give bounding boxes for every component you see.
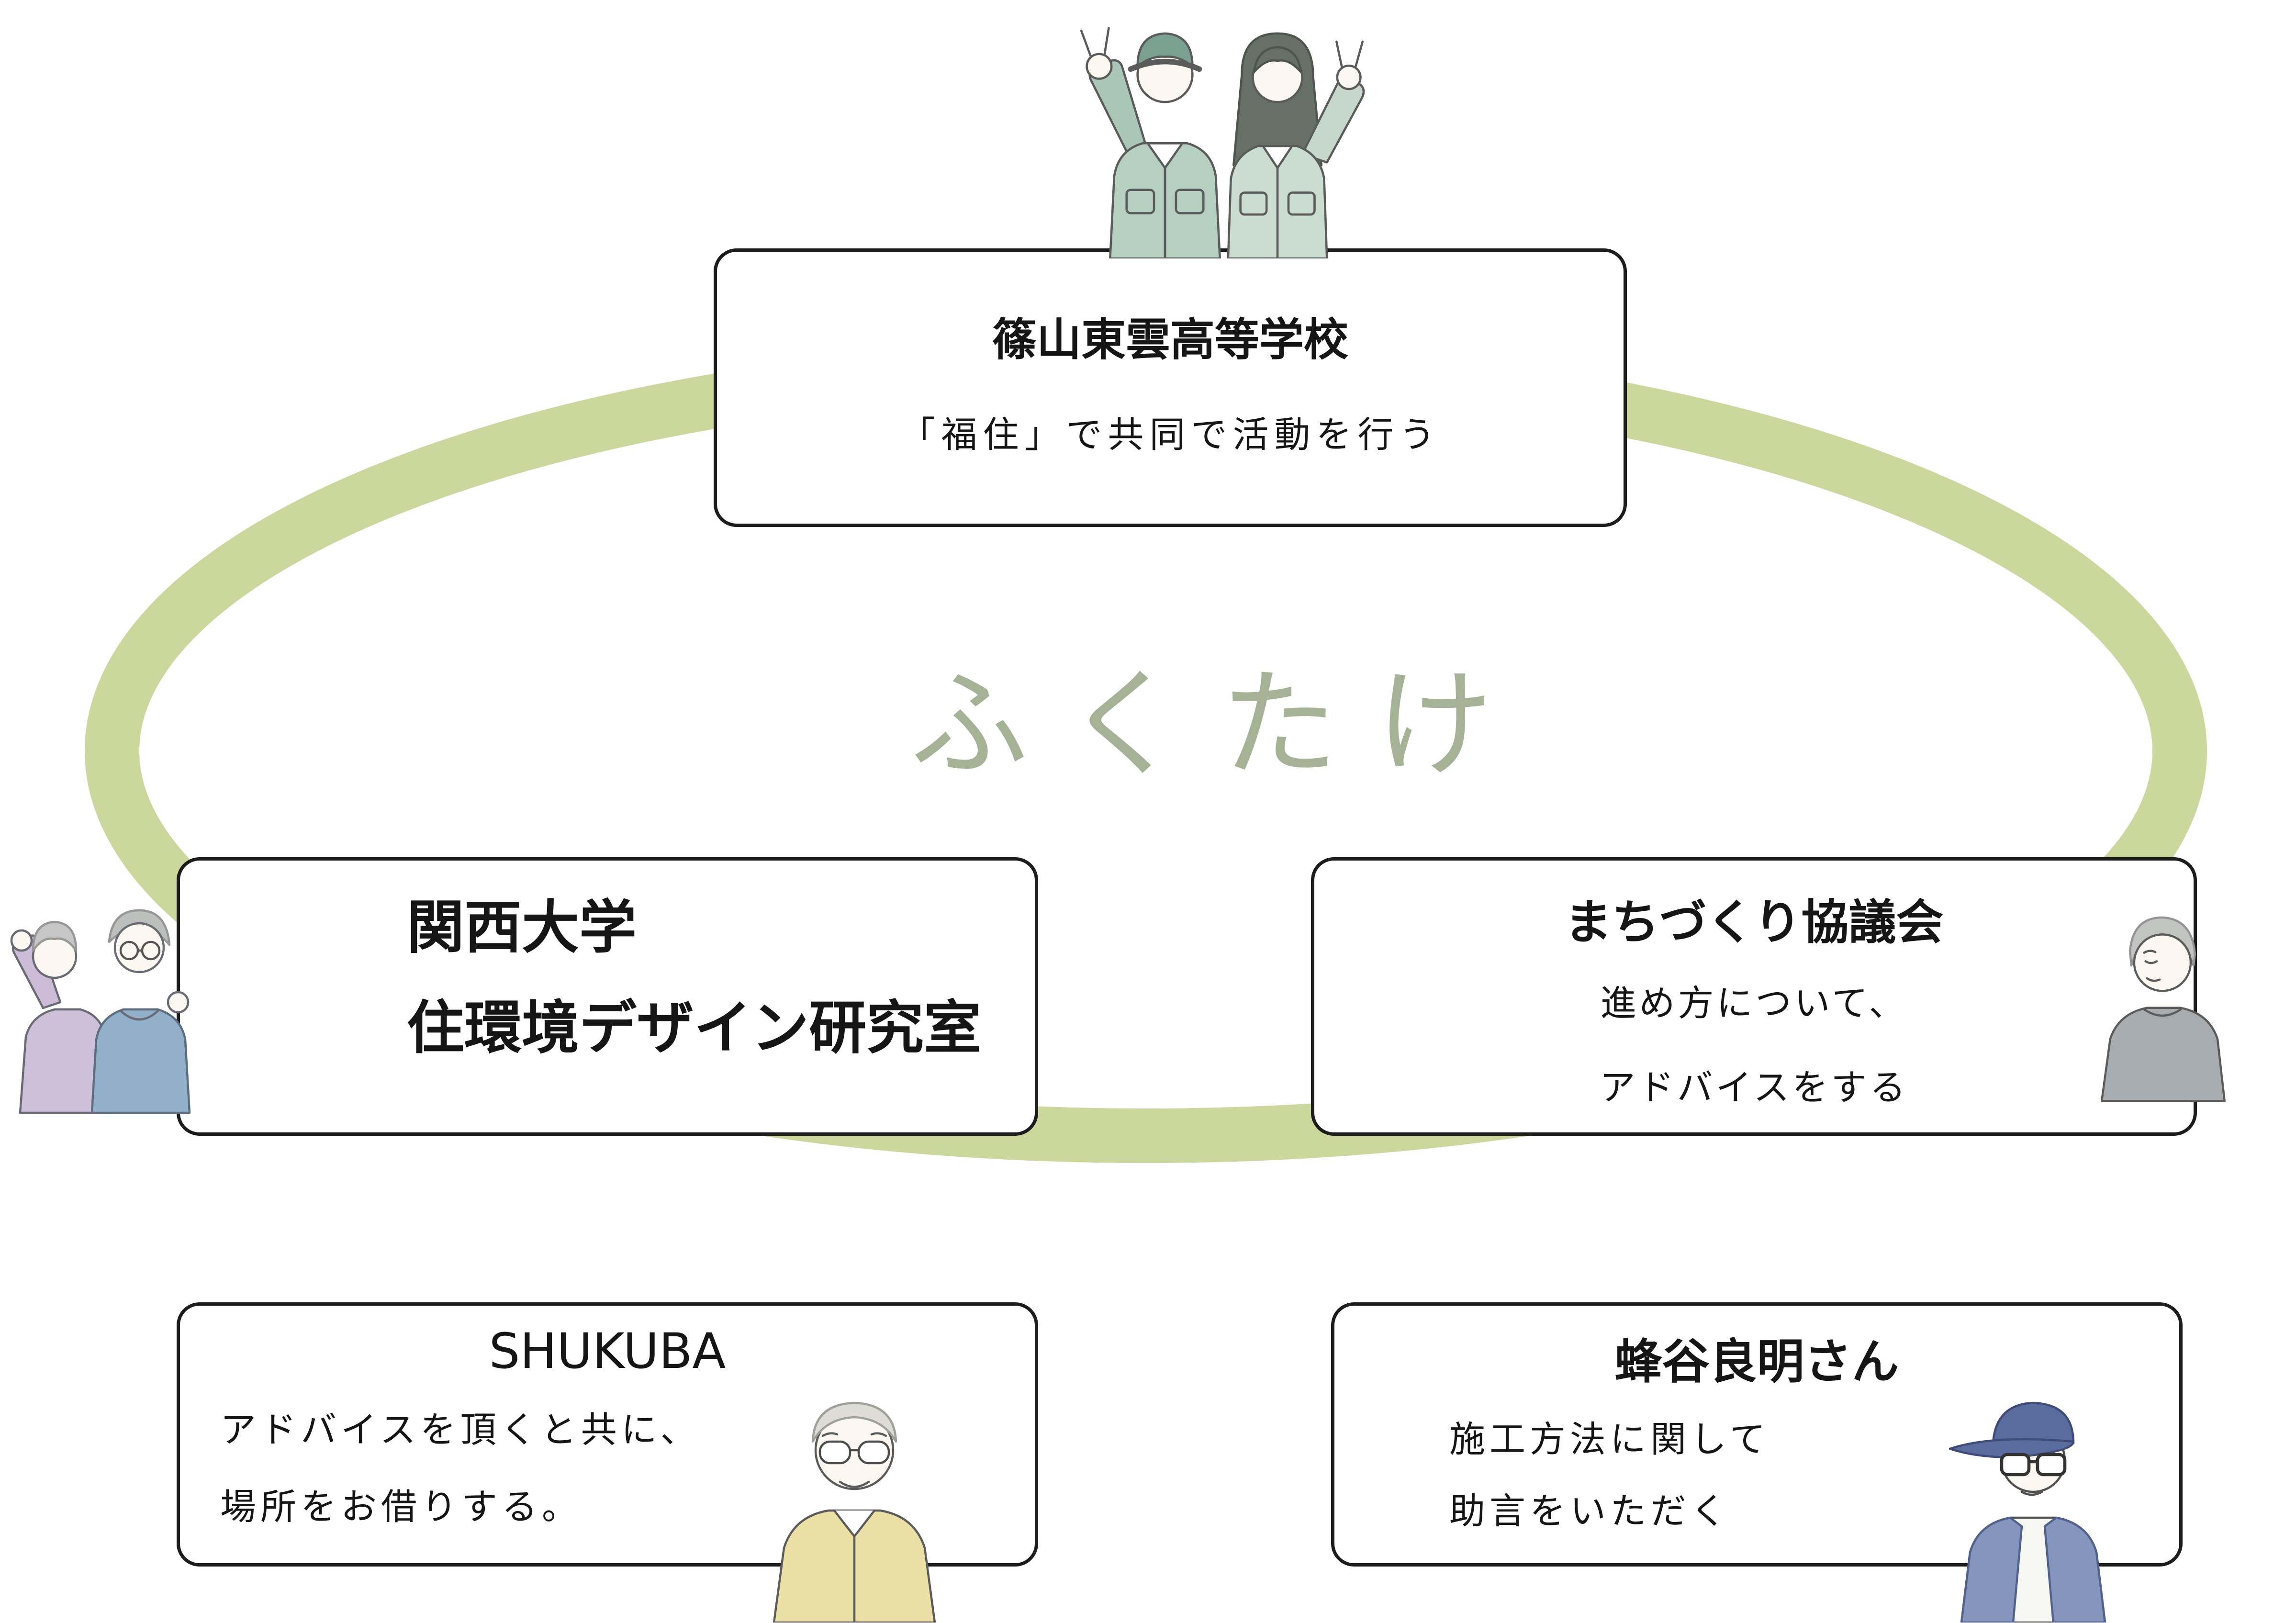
node-council-line2: アドバイスをする [1599,1066,1909,1109]
node-council-lines: 進め方について、 アドバイスをする [1600,961,1909,1130]
node-council-line1: 進め方について、 [1600,982,1908,1024]
council-advisor-illustration [2100,916,2226,1102]
elder-yellow-shirt-icon [773,1401,936,1623]
node-hachiya-line1: 施工方法に関して [1449,1418,1770,1460]
node-shukuba-line1: アドバイスを頂くと共に、 [220,1409,701,1451]
center-label: ふくたけ [910,657,1531,794]
node-shukuba-title: SHUKUBA [489,1323,726,1380]
students-illustration [1080,27,1365,258]
node-hachiya-lines: 施工方法に関して 助言をいただく [1334,1403,2179,1547]
node-school-line: 「福住」で共同で活動を行う [899,414,1441,456]
man-cap-vest-icon [1949,1401,2106,1623]
node-hachiya-line2: 助言をいただく [1449,1490,1731,1532]
node-university-line1: 関西大学 [407,895,637,961]
node-hachiya-title: 蜂谷良明さん [1614,1334,1899,1389]
node-school: 篠山東雲高等学校 「福住」で共同で活動を行う [714,248,1627,527]
student-long-hair-icon [1227,32,1365,258]
node-university: 関西大学 住環境デザイン研究室 [177,857,1038,1136]
node-council: まちづくり協議会 進め方について、 アドバイスをする [1311,857,2197,1136]
elder-gray-icon [2100,916,2226,1102]
shukuba-owner-illustration [773,1401,936,1623]
node-council-title: まちづくり協議会 [1564,895,1944,950]
university-students-illustration [10,909,191,1114]
node-shukuba-lines: アドバイスを頂くと共に、 場所をお借りする。 [180,1391,1035,1546]
node-university-line2: 住環境デザイン研究室 [407,995,981,1062]
person-blue-hoodie-icon [90,909,191,1114]
hachiya-illustration [1949,1401,2106,1623]
node-school-title: 篠山東雲高等学校 [992,314,1348,366]
node-shukuba-line2: 場所をお借りする。 [220,1486,582,1528]
person-purple-icon [10,920,111,1114]
student-with-cap-icon [1080,27,1221,258]
